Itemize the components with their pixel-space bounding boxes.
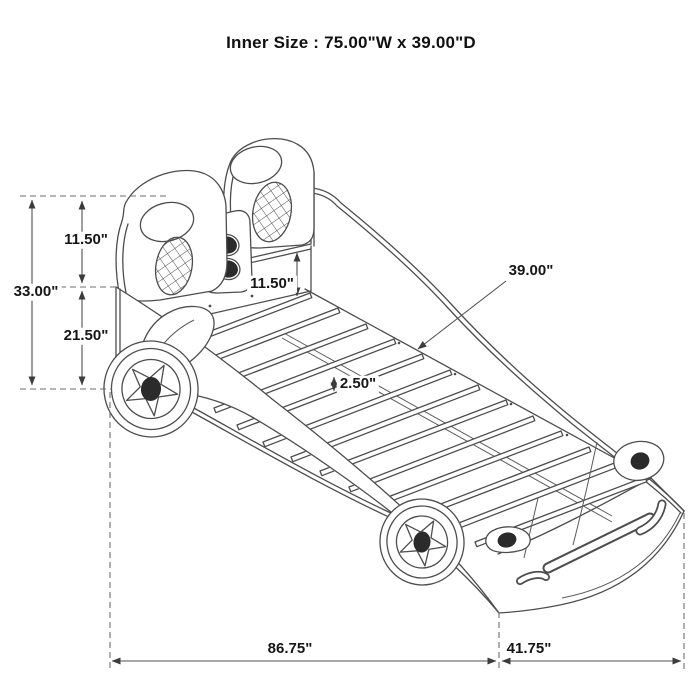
- rear-wheel: [379, 498, 465, 586]
- speaker-grille-left: [154, 236, 194, 296]
- dim-lower-section-label: 21.50": [60, 327, 112, 345]
- front-hub: [140, 377, 162, 401]
- marker-light-lens: [497, 532, 517, 548]
- dim-headboard-height-label: 11.50": [247, 275, 297, 293]
- speaker-grille-right: [251, 181, 293, 243]
- rear-end: [485, 440, 685, 614]
- rear-hub: [413, 531, 431, 553]
- left-headrest: [115, 169, 228, 302]
- dim-overall-length-label: 86.75": [264, 640, 316, 658]
- dim-overall-depth-label: 41.75": [503, 640, 555, 658]
- leader-inner-depth: [417, 280, 507, 350]
- dim-total-height-label: 33.00": [10, 283, 62, 301]
- extension-lines: [20, 195, 685, 672]
- dim-slat-spacing-label: 2.50": [336, 375, 380, 393]
- dim-inner-depth-label: 39.00": [505, 262, 557, 280]
- tail-light-lens: [630, 452, 650, 470]
- dim-upper-section-label: 11.50": [61, 231, 111, 249]
- diagram-title: Inner Size : 75.00"W x 39.00"D: [226, 33, 476, 52]
- front-wheel: [103, 340, 199, 438]
